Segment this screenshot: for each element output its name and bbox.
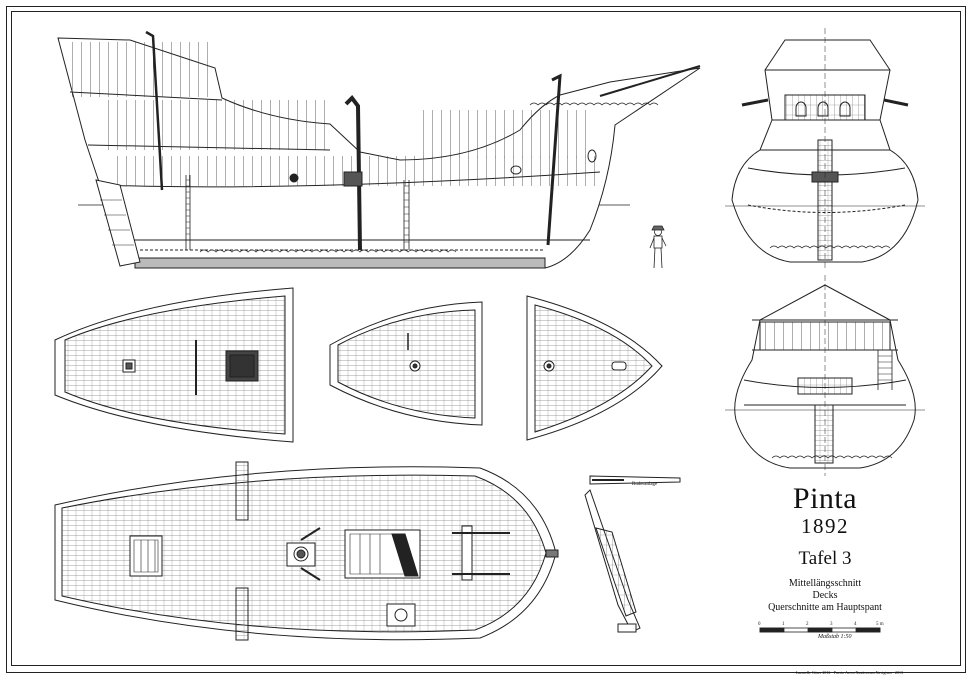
deck-plan-fore [526,295,663,441]
ship-name: Pinta [792,482,858,515]
rudder-detail [584,475,681,633]
inner-frame [11,11,961,666]
scale-tick-1: 1 [782,622,785,627]
main-deck-plan [54,461,559,641]
scale-tick-3: 3 [830,622,833,627]
description-line-2: Decks [812,590,838,601]
ship-year: 1892 [801,514,849,538]
scale-tick-4: 4 [854,622,857,627]
description-line-3: Querschnitte am Hauptspant [768,602,882,613]
cross-section-stern [725,28,925,270]
scale-tick-5: 5 m [876,622,884,627]
sheet-number: Tafel 3 [798,548,852,569]
deck-plan-aft [54,287,294,443]
title-block: Pinta 1892 Tafel 3 Mittellängsschnitt De… [740,484,910,614]
longitudinal-section [57,30,701,269]
description-line-1: Mittellängsschnitt [788,578,862,589]
deck-plan-mid [329,301,483,426]
footer-credit: Lazarelle Göser 2012 · Puerto Arcos Naut… [796,670,903,675]
outer-frame [6,6,966,673]
scale-caption: Maßstab 1:50 [818,634,852,640]
scale-bar: 0 1 2 3 4 5 m [758,622,884,633]
scale-tick-0: 0 [758,622,761,627]
cross-section-midship [725,275,925,476]
scale-tick-2: 2 [806,622,809,627]
rudder-label: Ruderanlage [632,482,658,487]
human-scale-figure [649,225,667,269]
